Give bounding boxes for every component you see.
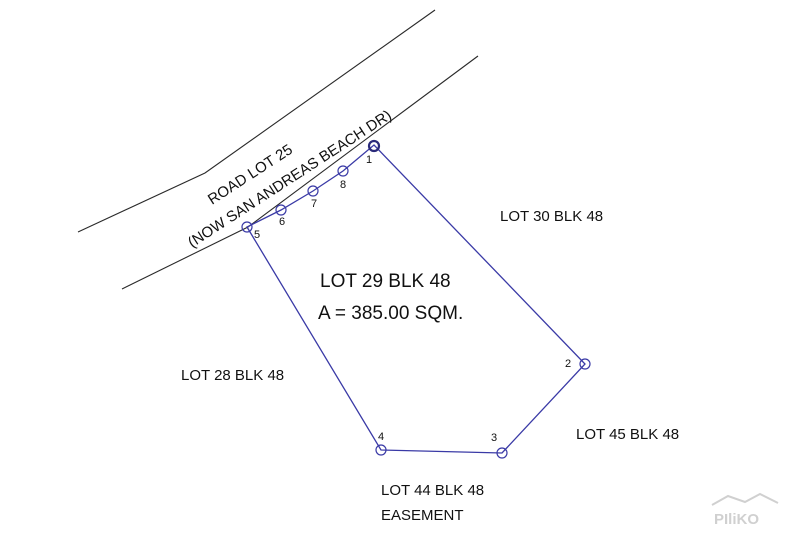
corner-marker-6	[275, 204, 287, 216]
road-edge-upper	[77, 9, 436, 233]
adjacent-lot-45: LOT 45 BLK 48	[576, 426, 679, 443]
corner-label-6: 6	[279, 216, 285, 228]
corner-marker-5	[241, 221, 253, 233]
corner-marker-2	[579, 358, 591, 370]
watermark-text: PIliKO	[714, 511, 759, 528]
corner-marker-3	[496, 447, 508, 459]
corner-label-7: 7	[311, 198, 317, 210]
corner-label-4: 4	[378, 431, 384, 443]
subject-lot-area: A = 385.00 SQM.	[318, 303, 463, 324]
lot-boundary	[246, 144, 586, 454]
adjacent-lot-44: LOT 44 BLK 48	[381, 482, 484, 499]
corner-label-8: 8	[340, 179, 346, 191]
subject-lot-title: LOT 29 BLK 48	[320, 271, 451, 292]
corner-marker-4	[375, 444, 387, 456]
road-label-line2: (NOW SAN ANDREAS BEACH DR)	[185, 107, 395, 252]
corner-marker-8	[337, 165, 349, 177]
corner-marker-7	[307, 185, 319, 197]
corner-marker-1	[367, 139, 381, 153]
corner-label-1: 1	[366, 154, 372, 166]
watermark-logo: PIliKO	[711, 492, 779, 528]
corner-label-2: 2	[565, 358, 571, 370]
corner-label-3: 3	[491, 432, 497, 444]
adjacent-lot-28: LOT 28 BLK 48	[181, 367, 284, 384]
adjacent-lot-30: LOT 30 BLK 48	[500, 208, 603, 225]
easement-label: EASEMENT	[381, 507, 464, 524]
corner-label-5: 5	[254, 229, 260, 241]
